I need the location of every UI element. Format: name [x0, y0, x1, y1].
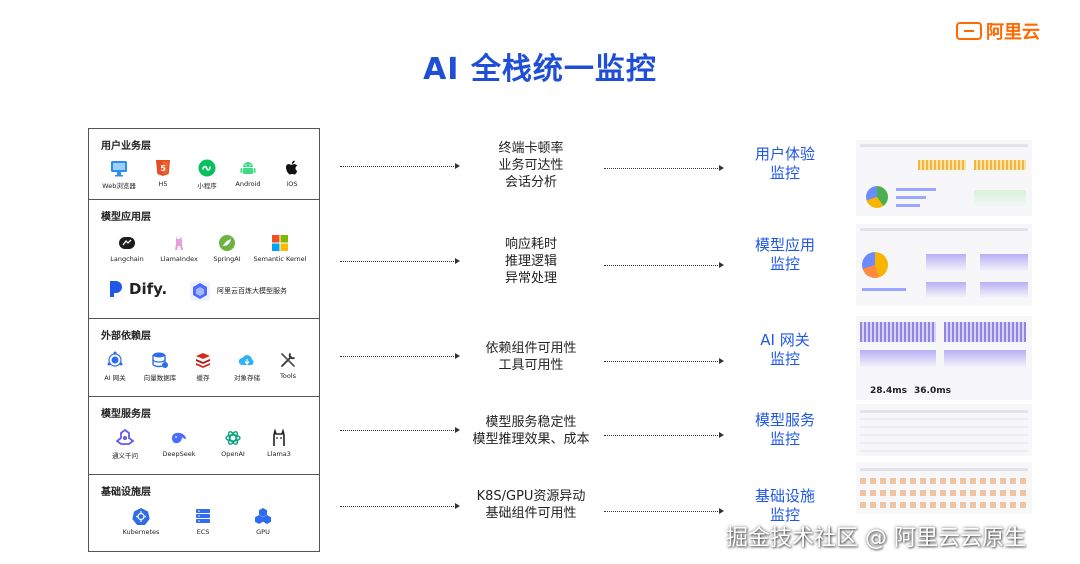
monitor-user-experience: 用户体验 监控	[754, 145, 815, 182]
item-ios: iOS	[262, 159, 322, 188]
kubernetes-icon	[132, 508, 150, 525]
brand-name: 阿里云	[986, 22, 1040, 43]
layer-user-business: 用户业务层 Web浏览器 5 H5 小程序 Android iOS	[89, 129, 319, 200]
layer-title: 基础设施层	[101, 487, 151, 498]
gpu-icon	[255, 508, 271, 524]
gateway-metric-1: 28.4ms	[870, 386, 907, 396]
layer-title: 模型应用层	[101, 212, 151, 223]
metrics-external-dependency: 依赖组件可用性 工具可用性	[485, 341, 577, 373]
html5-icon: 5	[156, 160, 170, 176]
arrow-layer5	[340, 503, 460, 509]
item-ai-gateway: AI 网关	[85, 351, 145, 382]
item-qwen: 通义千问	[95, 429, 155, 460]
metrics-user-business: 终端卡顿率 业务可达性 会话分析	[498, 141, 564, 190]
langchain-icon	[119, 237, 135, 249]
monitor-infrastructure: 基础设施 监控	[754, 487, 815, 524]
layer-title: 模型服务层	[101, 409, 151, 420]
metrics-infrastructure: K8S/GPU资源异动 基础组件可用性	[476, 489, 586, 521]
arrow-metrics1	[604, 165, 724, 171]
arrow-metrics3	[604, 358, 724, 364]
miniprogram-icon	[198, 159, 216, 177]
item-kubernetes: Kubernetes	[111, 507, 171, 536]
apple-icon	[286, 160, 298, 175]
dashboard-thumbnail-model-service	[856, 404, 1032, 456]
gateway-metric-2: 36.0ms	[914, 386, 951, 396]
item-ecs: ECS	[173, 507, 233, 536]
vector-db-icon	[152, 352, 168, 368]
layer-title: 外部依赖层	[101, 331, 151, 342]
semantic-kernel-icon	[272, 235, 288, 251]
watermark: 掘金技术社区 @ 阿里云云原生	[726, 526, 1026, 551]
layer-model-service: 模型服务层 通义千问 DeepSeek OpenAI Llama3	[89, 397, 319, 475]
android-icon	[240, 162, 256, 174]
arrow-metrics5	[604, 508, 724, 514]
metrics-model-service: 模型服务稳定性 模型推理效果、成本	[472, 415, 590, 447]
aliyun-logo: 阿里云	[956, 18, 1040, 44]
deepseek-icon	[172, 432, 186, 444]
item-cache: 缓存	[173, 351, 233, 382]
item-tools: Tools	[258, 351, 318, 380]
llama-icon	[175, 236, 183, 250]
item-llama3: Llama3	[249, 429, 309, 458]
layer-stack: 用户业务层 Web浏览器 5 H5 小程序 Android iOS 模型应用层 …	[88, 128, 320, 552]
item-miniprogram: 小程序	[177, 159, 237, 190]
layer-infrastructure: 基础设施层 Kubernetes ECS GPU	[89, 475, 319, 551]
openai-icon	[225, 431, 241, 445]
monitor-ai-gateway: AI 网关 监控	[760, 331, 810, 368]
item-android: Android	[218, 159, 278, 188]
item-dify: Dify.	[109, 280, 167, 298]
redis-icon	[196, 353, 210, 368]
item-gpu: GPU	[233, 507, 293, 536]
llama3-icon	[273, 429, 285, 446]
layer-model-application: 模型应用层 Langchain LlamaIndex SpringAI Sema…	[89, 200, 319, 319]
page-title: AI 全栈统一监控	[423, 52, 657, 87]
item-langchain: Langchain	[97, 234, 157, 263]
item-web-browser: Web浏览器	[89, 159, 149, 190]
dashboard-thumbnail-model-application	[856, 224, 1032, 306]
qwen-icon	[116, 429, 134, 445]
object-storage-icon	[238, 355, 254, 365]
item-object-storage: 对象存储	[217, 351, 277, 382]
item-vector-db: 向量数据库	[130, 351, 190, 382]
metrics-model-application: 响应耗时 推理逻辑 异常处理	[504, 237, 557, 286]
arrow-metrics4	[604, 432, 724, 438]
aliyun-logo-icon	[956, 22, 982, 40]
item-springai: SpringAI	[197, 234, 257, 263]
layer-external-dependency: 外部依赖层 AI 网关 向量数据库 缓存 对象存储 Tools	[89, 319, 319, 397]
arrow-layer1	[340, 163, 460, 169]
svg-text:5: 5	[160, 164, 166, 173]
item-h5: 5 H5	[133, 159, 193, 188]
dify-icon	[110, 281, 122, 297]
monitor-model-application: 模型应用 监控	[754, 236, 815, 273]
item-deepseek: DeepSeek	[149, 429, 209, 458]
monitor-model-service: 模型服务 监控	[754, 411, 815, 448]
item-bailian: 阿里云百炼大模型服务	[189, 280, 287, 302]
arrow-layer3	[340, 353, 460, 359]
item-semantic-kernel: Semantic Kernel	[245, 234, 315, 263]
monitor-icon	[111, 161, 127, 177]
dashboard-thumbnail-infrastructure	[856, 462, 1032, 514]
arrow-layer2	[340, 258, 460, 264]
layer-title: 用户业务层	[101, 141, 151, 152]
spring-icon	[219, 235, 235, 251]
tools-icon	[281, 353, 295, 367]
dashboard-thumbnail-user-experience	[856, 140, 1032, 216]
ecs-icon	[196, 509, 210, 523]
ai-gateway-icon	[107, 351, 123, 367]
arrow-metrics2	[604, 262, 724, 268]
item-openai: OpenAI	[203, 429, 263, 458]
arrow-layer4	[340, 427, 460, 433]
bailian-icon	[190, 281, 210, 301]
dashboard-thumbnail-ai-gateway: 28.4ms 36.0ms	[856, 316, 1032, 400]
item-llamaindex: LlamaIndex	[149, 234, 209, 263]
